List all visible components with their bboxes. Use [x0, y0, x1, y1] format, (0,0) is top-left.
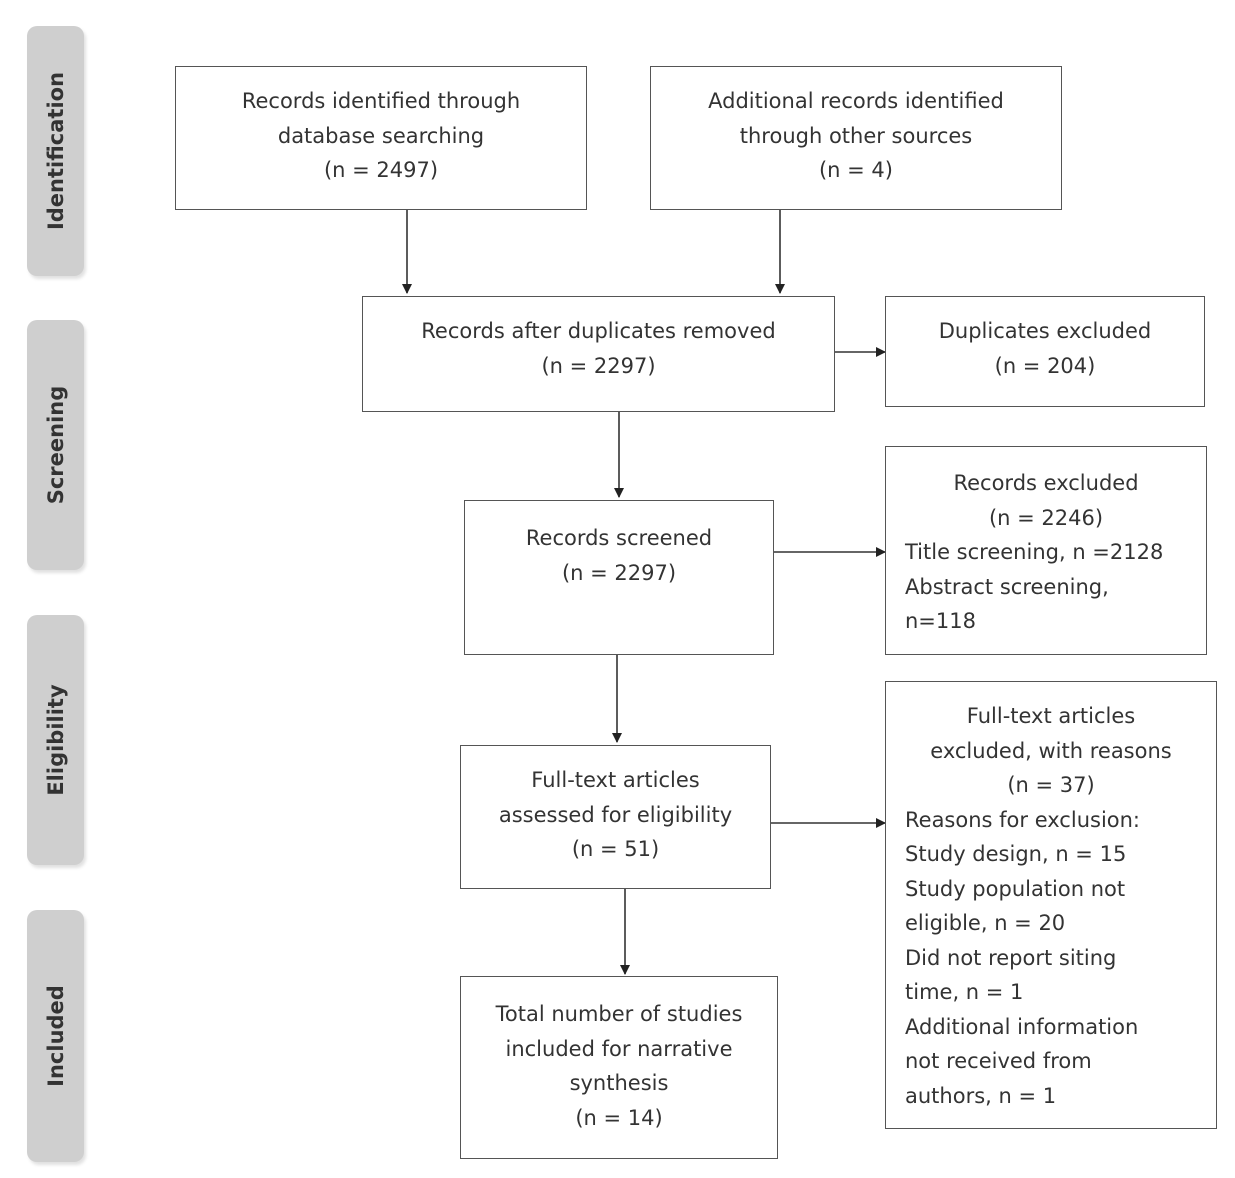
box-line: Additional information — [905, 1014, 1139, 1039]
box-line: Title screening, n =2128 — [905, 540, 1164, 564]
box-line: Study population not — [905, 876, 1126, 901]
full-text-assessed-box: Full-text articles assessed for eligibil… — [460, 745, 771, 889]
box-line: Records excluded — [953, 471, 1139, 495]
box-line: Duplicates excluded — [938, 319, 1152, 343]
database-search-box: Records identified through database sear… — [175, 66, 587, 210]
box-line: Records identified through — [241, 89, 521, 113]
records-screened-box: Records screened (n = 2297) — [464, 500, 774, 655]
box-line: Abstract screening, — [905, 574, 1109, 599]
box-line: (n = 2297) — [541, 353, 656, 378]
duplicates-excluded-box: Duplicates excluded (n = 204) — [885, 296, 1205, 407]
box-line: (n = 14) — [575, 1105, 663, 1130]
box-line: (n = 51) — [571, 837, 660, 861]
stage-identification: Identification — [27, 26, 84, 276]
box-line: (n = 2246) — [988, 505, 1104, 530]
box-line: n=118 — [905, 609, 976, 633]
after-duplicates-box: Records after duplicates removed (n = 22… — [362, 296, 835, 412]
box-line: Full-text articles — [531, 768, 700, 792]
box-line: (n = 37) — [1007, 773, 1095, 797]
full-text-excluded-box: Full-text articles excluded, with reason… — [885, 681, 1217, 1129]
box-line: Reasons for exclusion: — [905, 807, 1141, 832]
box-line: (n = 4) — [818, 158, 893, 182]
box-line: included for narrative — [505, 1036, 733, 1061]
box-line: Full-text articles — [966, 704, 1136, 728]
included-studies-box: Total number of studies included for nar… — [460, 976, 778, 1159]
box-line: Total number of studies — [495, 1002, 743, 1026]
box-line: Records after duplicates removed — [421, 319, 776, 343]
box-line: through other sources — [739, 123, 973, 148]
box-line: not received from — [905, 1049, 1092, 1073]
box-line: synthesis — [569, 1071, 669, 1095]
box-line: (n = 2297) — [561, 560, 677, 585]
records-excluded-box: Records excluded (n = 2246) Title screen… — [885, 446, 1207, 655]
box-line: authors, n = 1 — [905, 1083, 1057, 1108]
box-line: (n = 2497) — [323, 158, 439, 182]
box-line: Additional records identified — [708, 89, 1004, 113]
box-line: time, n = 1 — [905, 980, 1024, 1004]
other-sources-box: Additional records identified through ot… — [650, 66, 1062, 210]
box-line: excluded, with reasons — [930, 738, 1172, 763]
box-line: (n = 204) — [994, 353, 1096, 378]
box-line: Study design, n = 15 — [905, 842, 1127, 866]
box-line: Records screened — [525, 526, 713, 550]
box-line: eligible, n = 20 — [905, 911, 1066, 935]
box-line: assessed for eligibility — [498, 802, 733, 827]
box-line: database searching — [277, 123, 485, 148]
box-line: Did not report siting — [905, 945, 1117, 970]
stage-included: Included — [27, 910, 84, 1162]
stage-screening: Screening — [27, 320, 84, 570]
stage-eligibility: Eligibility — [27, 615, 84, 865]
